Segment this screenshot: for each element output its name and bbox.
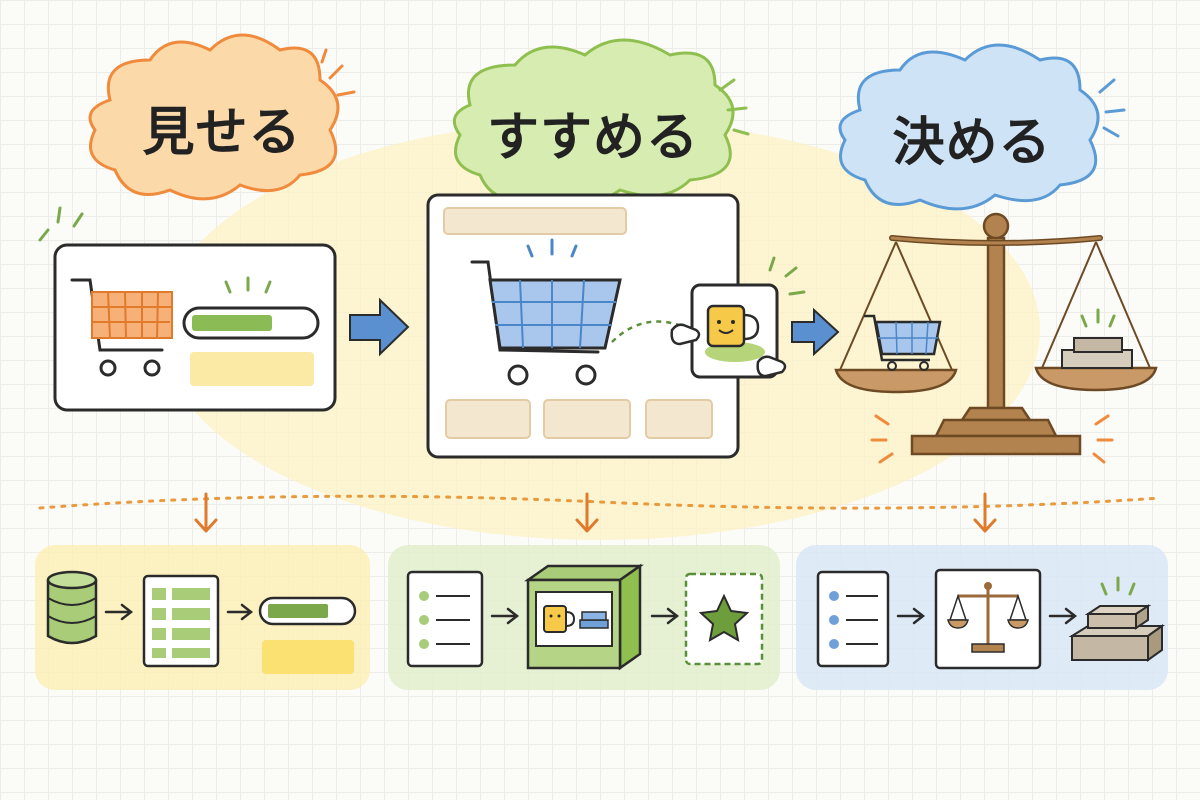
recommended-item-card	[690, 256, 806, 379]
product-box-icon	[524, 563, 644, 671]
sparkle-icon	[320, 48, 356, 97]
arrow-down-icon	[973, 492, 997, 533]
arrow-right-icon	[104, 603, 134, 621]
arrow-down-icon	[194, 492, 218, 533]
stage-title-decide: 決める	[892, 113, 1052, 173]
star-icon	[698, 593, 750, 642]
arrow-right-icon	[650, 607, 680, 625]
checklist-icon	[406, 570, 484, 668]
recommend-panel	[426, 193, 806, 459]
stage-title-recommend: すすめる	[486, 108, 699, 168]
stacked-blocks-icon	[1061, 337, 1133, 369]
data-flow-panel-decide	[796, 545, 1168, 690]
placeholder-block	[443, 207, 627, 235]
sparkle-icon	[1098, 78, 1126, 138]
shopping-cart-icon	[470, 238, 622, 386]
stacked-blocks-icon	[1068, 604, 1166, 662]
mug-icon	[543, 605, 576, 633]
arrow-right-icon	[896, 607, 926, 625]
arrow-right-icon	[226, 603, 254, 621]
hand-cursor-icon	[756, 355, 787, 378]
arrow-right-icon	[490, 607, 520, 625]
balance-scale-icon	[934, 568, 1042, 670]
placeholder-block	[190, 352, 314, 386]
folded-towel-icon	[579, 611, 609, 629]
stage-cloud-recommend	[452, 38, 735, 206]
stage-title-show: 見せる	[142, 103, 302, 163]
show-panel	[38, 206, 337, 412]
database-icon	[46, 570, 98, 645]
sparkle-icon	[38, 206, 84, 242]
data-flow-panel-show	[35, 545, 370, 690]
arrow-down-icon	[575, 492, 599, 533]
hand-cursor-icon	[670, 323, 701, 346]
sparkle-icon	[718, 78, 750, 136]
shopping-cart-icon	[70, 278, 173, 377]
stage-cloud-show	[88, 33, 340, 201]
grid-list-icon	[142, 574, 220, 668]
placeholder-block	[645, 399, 713, 439]
arrow-right-icon	[349, 297, 410, 357]
placeholder-block	[543, 399, 631, 439]
progress-bar-icon	[258, 596, 357, 626]
progress-bar-icon	[182, 276, 320, 340]
dotted-divider	[38, 494, 1162, 510]
placeholder-block	[445, 399, 531, 439]
checklist-icon	[816, 570, 890, 668]
shopping-cart-icon	[864, 314, 942, 371]
sparkle-icon	[870, 414, 1114, 464]
arrow-right-icon	[791, 307, 840, 357]
data-flow-panel-recommend	[388, 545, 780, 690]
mug-icon	[706, 304, 760, 348]
stage-cloud-decide	[838, 43, 1100, 211]
placeholder-block	[262, 640, 354, 674]
balance-scale-icon	[834, 212, 1158, 464]
arrow-right-icon	[1048, 607, 1078, 625]
